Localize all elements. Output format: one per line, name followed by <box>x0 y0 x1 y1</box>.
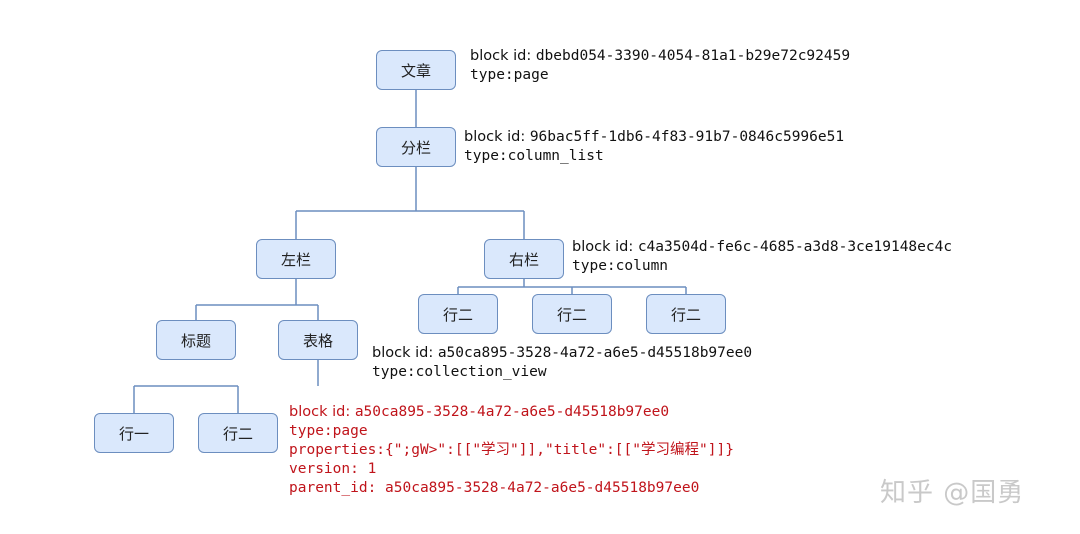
block-id-value: a50ca895-3528-4a72-a6e5-d45518b97ee0 <box>437 345 753 361</box>
type-line: type:page <box>289 423 368 439</box>
block-id-line: block id: dbebd054-3390-4054-81a1-b29e72… <box>470 47 850 66</box>
info-table: block id: a50ca895-3528-4a72-a6e5-d45518… <box>372 344 752 382</box>
block-id-line: block id: 96bac5ff-1db6-4f83-91b7-0846c5… <box>464 128 844 147</box>
block-id-label: block id: <box>372 345 438 361</box>
block-id-label: block id: <box>289 404 355 420</box>
version-line: version: 1 <box>289 461 377 477</box>
info-right-column: block id: c4a3504d-fe6c-4685-a3d8-3ce191… <box>572 238 952 276</box>
block-id-label: block id: <box>572 239 638 255</box>
info-row-two: block id: a50ca895-3528-4a72-a6e5-d45518… <box>289 403 734 498</box>
node-article: 文章 <box>376 50 456 90</box>
block-id-value: c4a3504d-fe6c-4685-a3d8-3ce19148ec4c <box>637 239 953 255</box>
block-id-line: block id: c4a3504d-fe6c-4685-a3d8-3ce191… <box>572 238 952 257</box>
parent-id-line: parent_id: a50ca895-3528-4a72-a6e5-d4551… <box>289 480 700 496</box>
connector-right-children <box>457 279 687 294</box>
type-line: type:column <box>572 258 669 274</box>
node-title: 标题 <box>156 320 236 360</box>
info-columns: block id: 96bac5ff-1db6-4f83-91b7-0846c5… <box>464 128 844 166</box>
node-row-one: 行一 <box>94 413 174 453</box>
block-id-value: 96bac5ff-1db6-4f83-91b7-0846c5996e51 <box>529 129 845 145</box>
block-id-label: block id: <box>464 129 530 145</box>
node-columns: 分栏 <box>376 127 456 167</box>
type-line: type:column_list <box>464 148 604 164</box>
block-id-value: dbebd054-3390-4054-81a1-b29e72c92459 <box>535 48 851 64</box>
node-right-row-3: 行二 <box>646 294 726 334</box>
block-id-line: block id: a50ca895-3528-4a72-a6e5-d45518… <box>372 344 752 363</box>
node-right-row-1: 行二 <box>418 294 498 334</box>
block-id-value: a50ca895-3528-4a72-a6e5-d45518b97ee0 <box>354 404 670 420</box>
block-id-line: block id: a50ca895-3528-4a72-a6e5-d45518… <box>289 403 734 422</box>
node-table: 表格 <box>278 320 358 360</box>
connector-table-children <box>133 360 319 413</box>
connector-columns-children <box>295 167 525 239</box>
properties-line: properties:{";gW>":[["学习"]],"title":[["学… <box>289 442 734 458</box>
block-id-label: block id: <box>470 48 536 64</box>
node-left-column: 左栏 <box>256 239 336 279</box>
node-right-column: 右栏 <box>484 239 564 279</box>
node-row-two: 行二 <box>198 413 278 453</box>
type-line: type:page <box>470 67 549 83</box>
node-right-row-2: 行二 <box>532 294 612 334</box>
connector-left-children <box>195 279 319 320</box>
info-article: block id: dbebd054-3390-4054-81a1-b29e72… <box>470 47 850 85</box>
watermark: 知乎 @国勇 <box>880 478 1025 508</box>
type-line: type:collection_view <box>372 364 547 380</box>
